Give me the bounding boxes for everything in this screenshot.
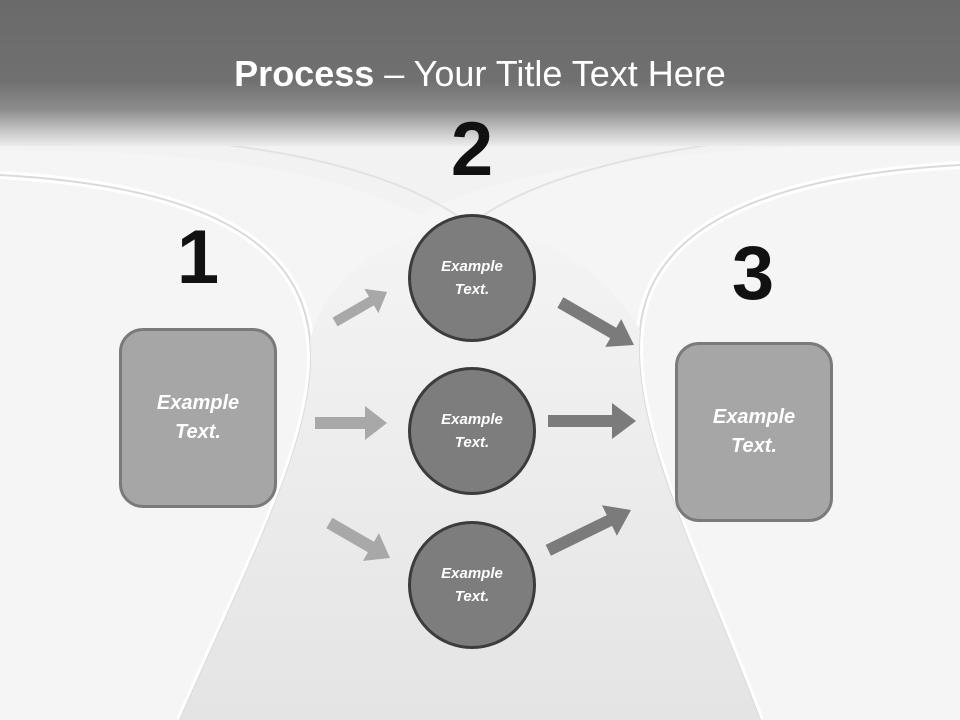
circle-middle-label: Example Text. <box>441 411 503 451</box>
circle-bottom-label: Example Text. <box>441 565 503 605</box>
step-1-label: Example Text. <box>156 392 240 443</box>
circle-top-label: Example Text. <box>441 258 503 298</box>
step-3-box[interactable]: Example Text. <box>675 342 833 522</box>
step-1-box[interactable]: Example Text. <box>119 328 277 508</box>
circle-top[interactable]: Example Text. <box>408 214 536 342</box>
page-title: Process – Your Title Text Here <box>0 52 960 96</box>
title-rest: – Your Title Text Here <box>374 53 726 94</box>
title-bold: Process <box>234 53 375 94</box>
step-number-3: 3 <box>731 231 775 316</box>
step-number-2: 2 <box>450 107 494 192</box>
circle-bottom[interactable]: Example Text. <box>408 521 536 649</box>
step-number-1: 1 <box>176 215 220 300</box>
title-band <box>0 0 960 146</box>
circle-middle[interactable]: Example Text. <box>408 367 536 495</box>
step-3-label: Example Text. <box>712 406 796 457</box>
